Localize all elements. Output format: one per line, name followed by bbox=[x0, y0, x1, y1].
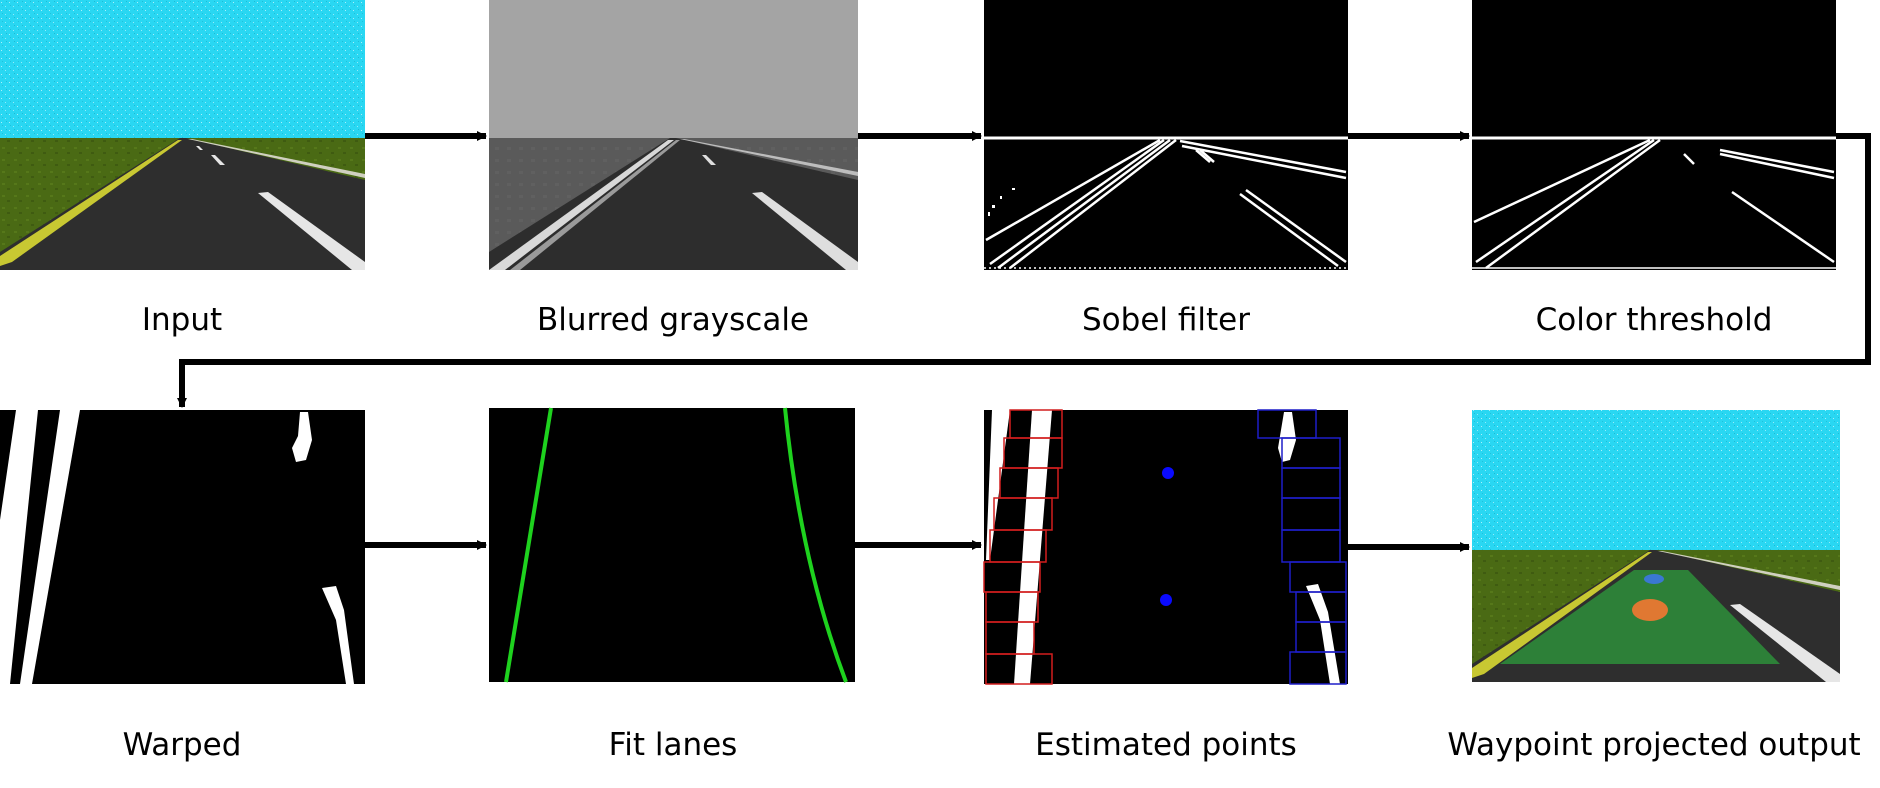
caption-color-threshold: Color threshold bbox=[1536, 302, 1773, 338]
panel-waypoint-output bbox=[1472, 410, 1840, 682]
left-search-windows bbox=[983, 409, 1063, 685]
gray-shoulder-line bbox=[680, 139, 858, 176]
caption-waypoint-output: Waypoint projected output bbox=[1447, 727, 1860, 763]
sobel-edges bbox=[985, 138, 1347, 270]
gray-dash-1 bbox=[752, 192, 858, 270]
estimated-point-far bbox=[1162, 467, 1174, 479]
right-search-windows bbox=[1257, 409, 1347, 685]
fit-left-lane-curve bbox=[504, 407, 553, 683]
input-yellow-line bbox=[0, 140, 182, 266]
waypoint-near bbox=[1632, 599, 1668, 621]
warped-right-blob bbox=[292, 412, 312, 462]
input-dash-1 bbox=[258, 192, 365, 270]
input-dash-3 bbox=[196, 146, 203, 150]
output-dash-1 bbox=[1730, 604, 1840, 682]
warped-right-lane bbox=[322, 586, 354, 684]
input-shoulder-line bbox=[188, 139, 365, 178]
gray-left-line-2 bbox=[510, 140, 680, 270]
input-dash-2 bbox=[211, 155, 225, 165]
points-right-lane bbox=[1306, 584, 1340, 684]
waypoint-far bbox=[1644, 574, 1664, 584]
input-road bbox=[0, 138, 365, 270]
gray-left-line-1 bbox=[489, 140, 674, 270]
caption-fit-lanes: Fit lanes bbox=[609, 727, 738, 763]
caption-sobel-filter: Sobel filter bbox=[1082, 302, 1250, 338]
panel-sobel-filter bbox=[984, 0, 1348, 270]
estimated-point-near bbox=[1160, 594, 1172, 606]
warped-left-lane-1 bbox=[0, 410, 38, 684]
points-left-lane-2 bbox=[1014, 410, 1052, 684]
panel-warped bbox=[0, 410, 365, 684]
threshold-background bbox=[1472, 0, 1836, 270]
gray-dash-2 bbox=[702, 155, 716, 165]
output-shoulder-line bbox=[1658, 551, 1840, 590]
warped-left-lane-2 bbox=[20, 410, 80, 684]
fit-background bbox=[489, 408, 855, 682]
caption-input: Input bbox=[142, 302, 222, 338]
fit-right-lane-curve bbox=[783, 407, 848, 683]
sobel-grass-noise bbox=[988, 188, 1015, 216]
caption-estimated-points: Estimated points bbox=[1035, 727, 1297, 763]
arrow-threshold-to-warped bbox=[177, 133, 1871, 408]
connector-arrows bbox=[177, 131, 1871, 552]
panel-input bbox=[0, 0, 365, 270]
input-sky bbox=[0, 0, 365, 138]
panel-color-threshold bbox=[1472, 0, 1836, 270]
threshold-edges bbox=[1473, 138, 1835, 270]
gray-sky bbox=[489, 0, 858, 138]
panel-blurred-grayscale bbox=[489, 0, 858, 270]
panel-estimated-points bbox=[983, 409, 1348, 685]
caption-blurred-grayscale: Blurred grayscale bbox=[537, 302, 809, 338]
caption-warped: Warped bbox=[123, 727, 242, 763]
output-sky bbox=[1472, 410, 1840, 550]
output-yellow-line bbox=[1472, 552, 1652, 678]
panel-fit-lanes bbox=[489, 407, 855, 683]
gray-road bbox=[489, 138, 858, 270]
